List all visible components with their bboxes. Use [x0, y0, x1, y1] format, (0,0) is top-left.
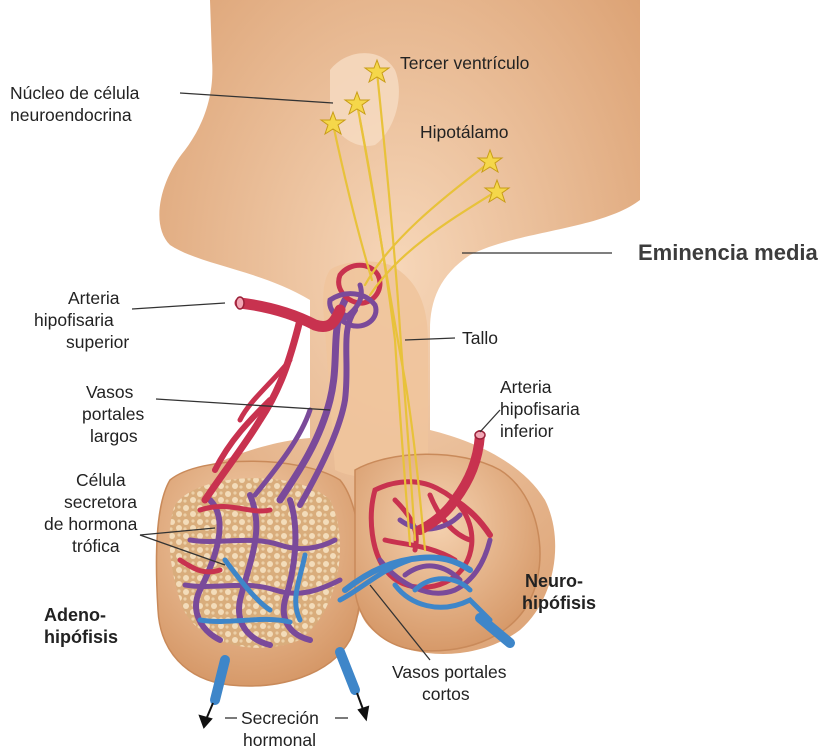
- label-celula-line4: trófica: [72, 535, 120, 557]
- label-adeno-line2: hipófisis: [44, 626, 118, 648]
- label-vasos-largos-line1: Vasos: [86, 381, 133, 403]
- label-tallo: Tallo: [462, 327, 498, 349]
- label-arteria-sup-line3: superior: [66, 331, 129, 353]
- label-arteria-inf-line3: inferior: [500, 420, 554, 442]
- inferior-artery-cut-end: [475, 431, 485, 439]
- label-secrecion-line2: hormonal: [243, 729, 316, 751]
- label-vasos-largos-line2: portales: [82, 403, 144, 425]
- label-arteria-inf-line1: Arteria: [500, 376, 552, 398]
- superior-artery-cut-end: [236, 297, 244, 309]
- neurohypophysis: [355, 454, 540, 651]
- label-celula-line3: de hormona: [44, 513, 137, 535]
- label-vasos-cortos-line1: Vasos portales: [392, 661, 506, 683]
- label-secrecion-line1: Secreción: [241, 707, 319, 729]
- label-eminencia-media: Eminencia media: [638, 240, 818, 266]
- label-arteria-sup-line1: Arteria: [68, 287, 120, 309]
- label-adeno-line1: Adeno-: [44, 604, 106, 626]
- label-tercer-ventriculo: Tercer ventrículo: [400, 52, 529, 74]
- label-arteria-inf-line2: hipofisaria: [500, 398, 580, 420]
- label-nucleo-line2: neuroendocrina: [10, 104, 132, 126]
- label-neuro-line1: Neuro-: [525, 570, 583, 592]
- label-neuro-line2: hipófisis: [522, 592, 596, 614]
- label-vasos-cortos-line2: cortos: [422, 683, 470, 705]
- label-celula-line2: secretora: [64, 491, 137, 513]
- label-vasos-largos-line3: largos: [90, 425, 138, 447]
- label-hipotalamo: Hipotálamo: [420, 121, 509, 143]
- label-nucleo-line1: Núcleo de célula: [10, 82, 139, 104]
- label-arteria-sup-line2: hipofisaria: [34, 309, 114, 331]
- label-celula-line1: Célula: [76, 469, 126, 491]
